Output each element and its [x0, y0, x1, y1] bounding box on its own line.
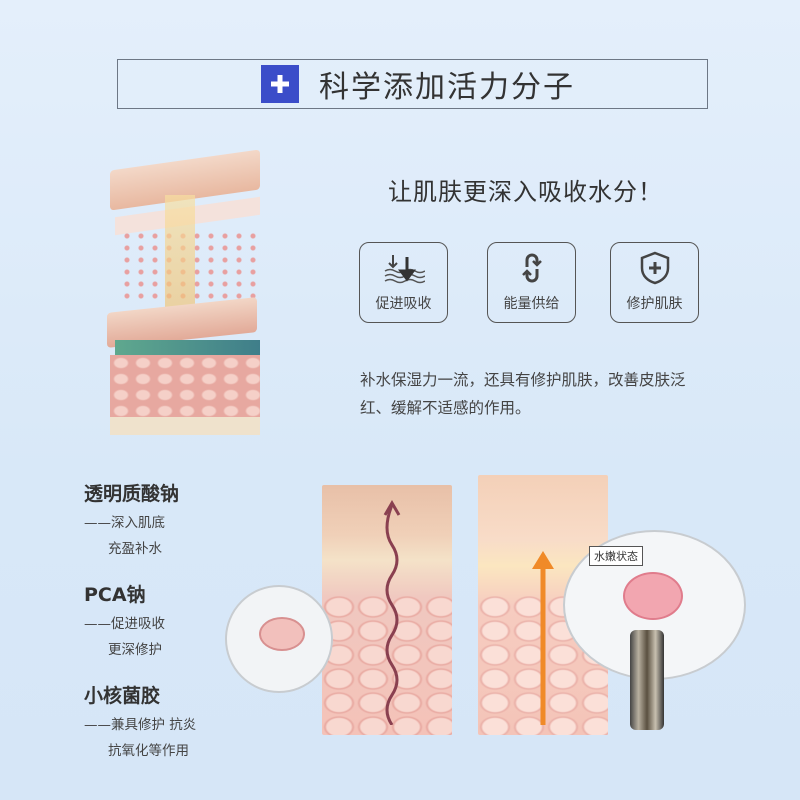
- feature-label: 修护肌肤: [626, 296, 683, 312]
- dry-skin-section: [322, 485, 452, 735]
- ingredient-name: 透明质酸钠: [84, 483, 180, 505]
- feature-label: 促进吸收: [375, 296, 432, 312]
- feature-repair: 修护肌肤: [610, 242, 699, 323]
- feature-energy: 能量供给: [487, 242, 576, 323]
- wavy-arrow-icon: [383, 500, 401, 725]
- ingredient-desc: 充盈补水: [108, 541, 162, 557]
- description: 补水保湿力一流，还具有修护肌肤，改善皮肤泛红、缓解不适感的作用。: [360, 371, 686, 417]
- state-label: 水嫩状态: [589, 546, 643, 566]
- cycle-icon: [521, 253, 542, 283]
- plus-icon: [261, 65, 299, 103]
- ingredient-desc: 更深修护: [108, 642, 162, 658]
- subtitle: 让肌肤更深入吸收水分！: [388, 178, 663, 206]
- ingredient-desc: 抗氧化等作用: [108, 743, 189, 759]
- ingredient-item: 小核菌胶 ——兼具修护 抗炎 抗氧化等作用: [84, 681, 196, 766]
- ingredient-desc: ——深入肌底: [84, 515, 165, 531]
- cell-zoom-circle: [225, 585, 333, 693]
- ingredient-name: PCA钠: [84, 584, 146, 606]
- ingredient-desc: ——促进吸收: [84, 616, 165, 632]
- skin-layers-illustration: [105, 149, 265, 440]
- ingredient-name: 小核菌胶: [84, 685, 161, 707]
- ingredient-list: 透明质酸钠 ——深入肌底 充盈补水 PCA钠 ——促进吸收 更深修护 小核菌胶 …: [84, 479, 196, 766]
- feature-absorb: 促进吸收: [359, 242, 448, 323]
- feature-label: 能量供给: [503, 296, 560, 312]
- ingredient-desc: ——兼具修护 抗炎: [84, 717, 197, 733]
- shield-plus-icon: [640, 251, 669, 285]
- up-arrow-icon: [532, 551, 554, 725]
- absorb-arrow-icon: [384, 255, 425, 284]
- serum-bottle: [630, 630, 664, 730]
- ingredient-item: 透明质酸钠 ——深入肌底 充盈补水: [84, 479, 196, 564]
- page-title: 科学添加活力分子: [319, 70, 575, 105]
- header-banner: 科学添加活力分子: [117, 59, 708, 109]
- ingredient-item: PCA钠 ——促进吸收 更深修护: [84, 580, 196, 665]
